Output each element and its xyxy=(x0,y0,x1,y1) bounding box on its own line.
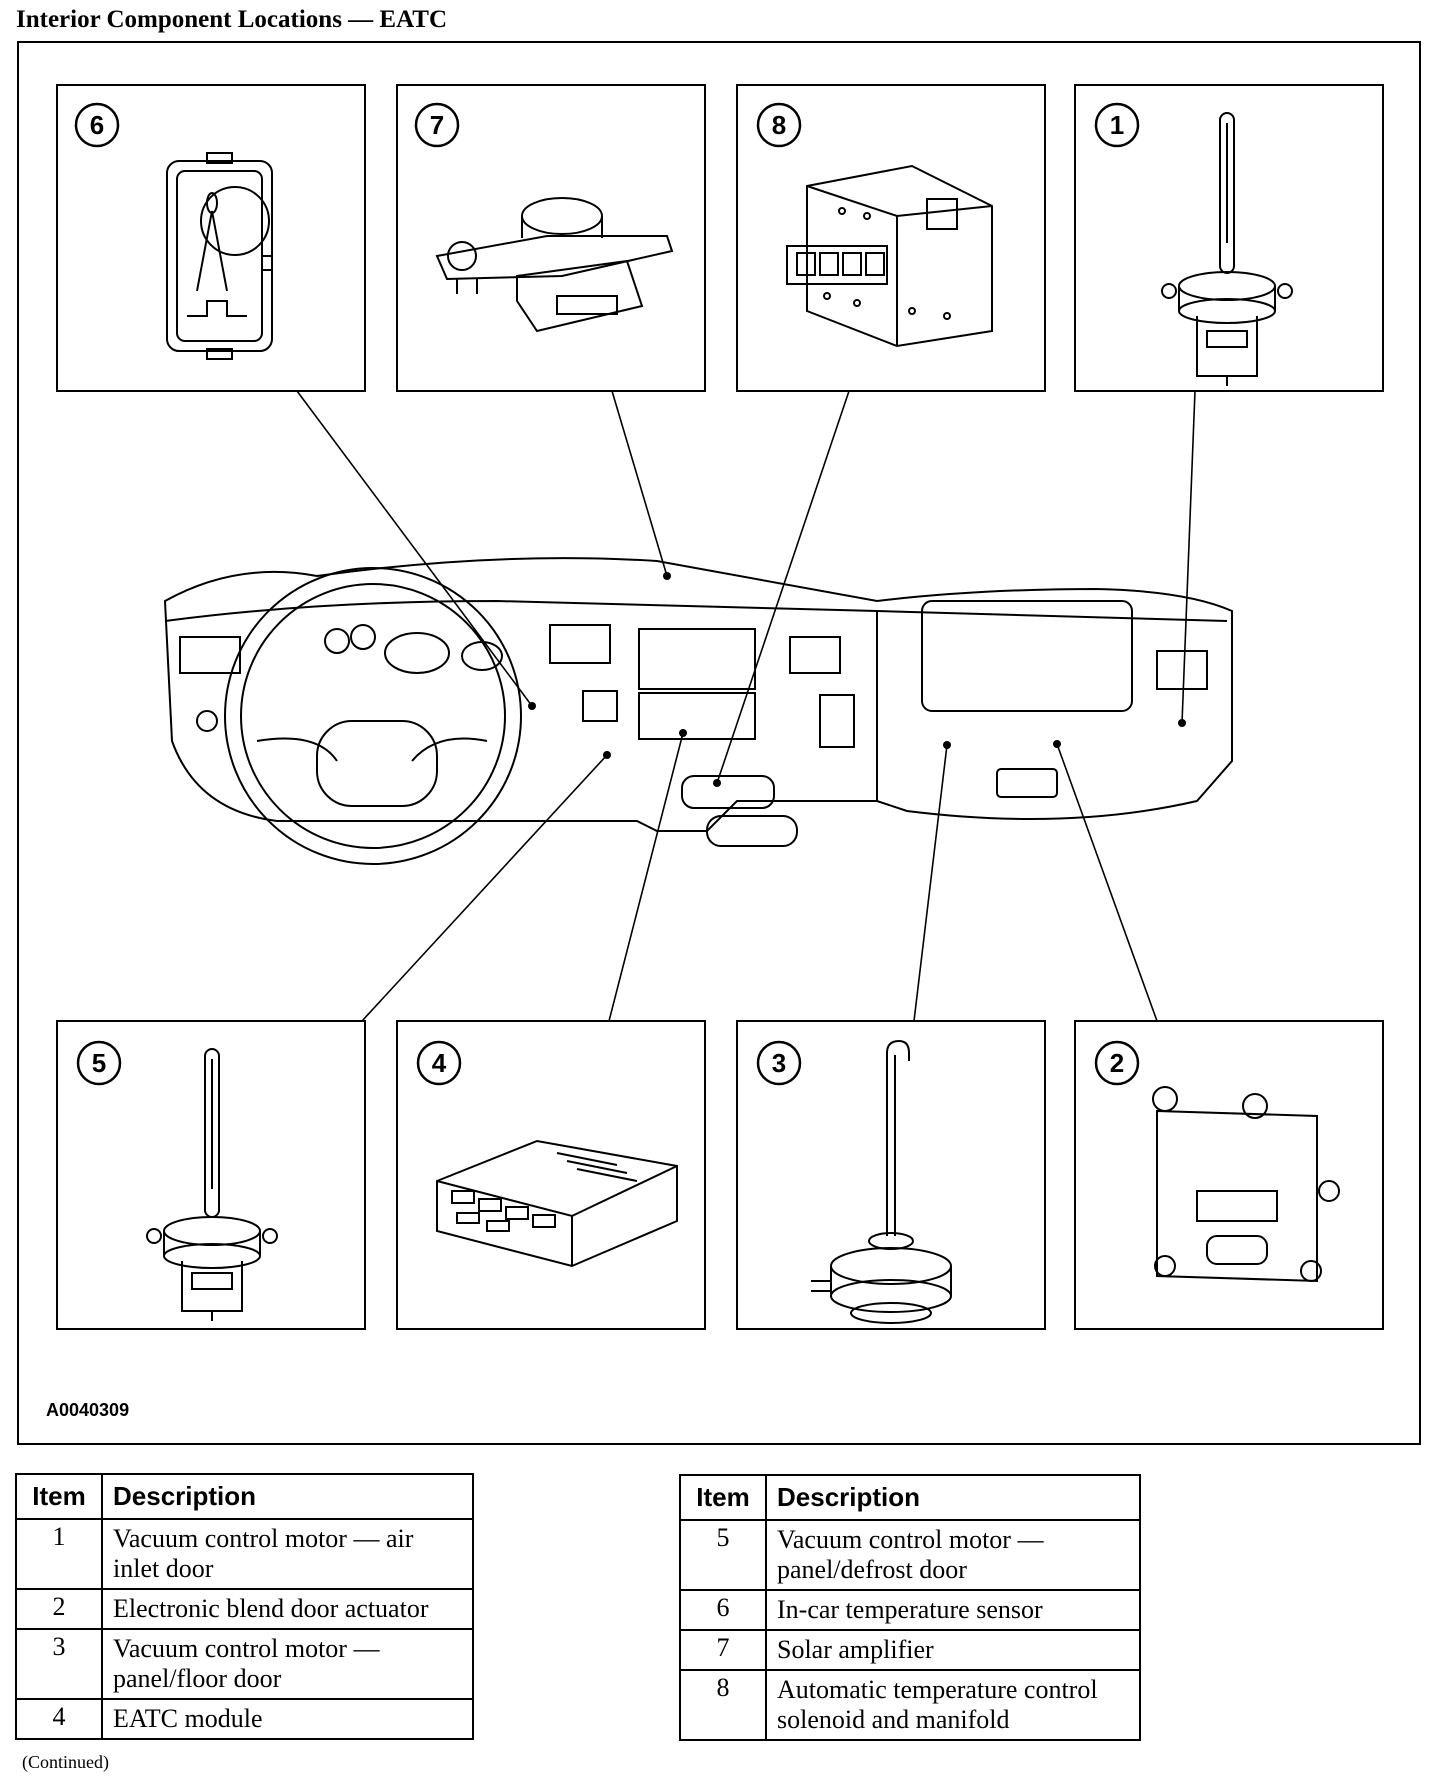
item-number: 5 xyxy=(679,1519,767,1591)
callout-2-label: 2 xyxy=(1110,1048,1124,1078)
solar-amplifier-drawing xyxy=(435,197,674,333)
table-row: 1 Vacuum control motor — air inlet door xyxy=(15,1518,474,1590)
in-car-temp-sensor-drawing xyxy=(166,152,273,360)
callout-7-circle xyxy=(414,102,460,148)
callout-3-label: 3 xyxy=(772,1048,786,1078)
item-description: Electronic blend door actuator xyxy=(101,1588,474,1630)
page-title: Interior Component Locations — EATC xyxy=(16,6,448,33)
table-row: 5 Vacuum control motor — panel/defrost d… xyxy=(679,1519,1141,1591)
panel-1 xyxy=(1074,84,1384,392)
leader-dot-6 xyxy=(528,702,536,710)
leader-dot-4 xyxy=(679,729,687,737)
panel-2 xyxy=(1074,1020,1384,1330)
table-row: 6 In-car temperature sensor xyxy=(679,1589,1141,1631)
leader-dot-2 xyxy=(1053,740,1061,748)
table-row: 2 Electronic blend door actuator xyxy=(15,1588,474,1630)
leader-dot-3 xyxy=(943,741,951,749)
leader-dot-1 xyxy=(1178,719,1186,727)
column-header-description: Description xyxy=(101,1473,474,1520)
callout-1-circle xyxy=(1094,102,1140,148)
table-row: 3 Vacuum control motor — panel/floor doo… xyxy=(15,1628,474,1700)
item-description: Vacuum control motor — panel/defrost doo… xyxy=(765,1519,1141,1591)
eatc-module-drawing xyxy=(436,1139,678,1268)
instrument-panel-drawing xyxy=(163,557,1233,865)
table-row: 4 EATC module xyxy=(15,1698,474,1740)
column-header-item: Item xyxy=(679,1474,767,1521)
vacuum-motor-panel-floor-drawing xyxy=(811,1039,952,1324)
vacuum-motor-air-inlet-drawing xyxy=(1161,112,1293,386)
callout-7-label: 7 xyxy=(430,110,444,140)
table-row: 7 Solar amplifier xyxy=(679,1629,1141,1671)
item-number: 3 xyxy=(15,1628,103,1700)
callout-1-label: 1 xyxy=(1110,110,1124,140)
callout-5-label: 5 xyxy=(92,1048,106,1078)
callout-8-circle xyxy=(756,102,802,148)
item-description: EATC module xyxy=(101,1698,474,1740)
solenoid-manifold-drawing xyxy=(786,164,993,348)
item-number: 4 xyxy=(15,1698,103,1740)
panel-5 xyxy=(56,1020,366,1330)
column-header-description: Description xyxy=(765,1474,1141,1521)
panel-6 xyxy=(56,84,366,392)
leader-lines xyxy=(296,390,1196,1022)
leader-dot-7 xyxy=(663,572,671,580)
figure-frame xyxy=(17,41,1421,1445)
component-diagram: 6 7 8 1 5 4 3 2 xyxy=(56,84,1384,1330)
leader-dot-5 xyxy=(603,751,611,759)
item-description: In-car temperature sensor xyxy=(765,1589,1141,1631)
item-number: 6 xyxy=(679,1589,767,1631)
item-description: Automatic temperature control solenoid a… xyxy=(765,1669,1141,1741)
column-header-item: Item xyxy=(15,1473,103,1520)
callout-2-circle xyxy=(1094,1040,1140,1086)
table-row: 8 Automatic temperature control solenoid… xyxy=(679,1669,1141,1741)
legend-table-left: Item Description 1 Vacuum control motor … xyxy=(15,1473,474,1740)
callout-5-circle xyxy=(76,1040,122,1086)
item-number: 2 xyxy=(15,1588,103,1630)
panel-7 xyxy=(396,84,706,392)
callout-6-circle xyxy=(74,102,120,148)
panel-8 xyxy=(736,84,1046,392)
callout-6-label: 6 xyxy=(90,110,104,140)
callout-4-circle xyxy=(416,1040,462,1086)
item-description: Vacuum control motor — panel/floor door xyxy=(101,1628,474,1700)
item-number: 7 xyxy=(679,1629,767,1671)
callout-8-label: 8 xyxy=(772,110,786,140)
item-number: 1 xyxy=(15,1518,103,1590)
figure-id: A0040309 xyxy=(46,1400,130,1420)
callout-3-circle xyxy=(756,1040,802,1086)
blend-door-actuator-drawing xyxy=(1152,1086,1340,1283)
item-description: Solar amplifier xyxy=(765,1629,1141,1671)
callout-4-label: 4 xyxy=(432,1048,447,1078)
legend-table-right: Item Description 5 Vacuum control motor … xyxy=(679,1474,1141,1741)
leader-dot-8 xyxy=(713,779,721,787)
panel-3 xyxy=(736,1020,1046,1330)
item-description: Vacuum control motor — air inlet door xyxy=(101,1518,474,1590)
panel-4 xyxy=(396,1020,706,1330)
item-number: 8 xyxy=(679,1669,767,1741)
continued-note: (Continued) xyxy=(22,1752,109,1772)
vacuum-motor-panel-defrost-drawing xyxy=(146,1048,278,1321)
steering-wheel xyxy=(224,567,522,865)
